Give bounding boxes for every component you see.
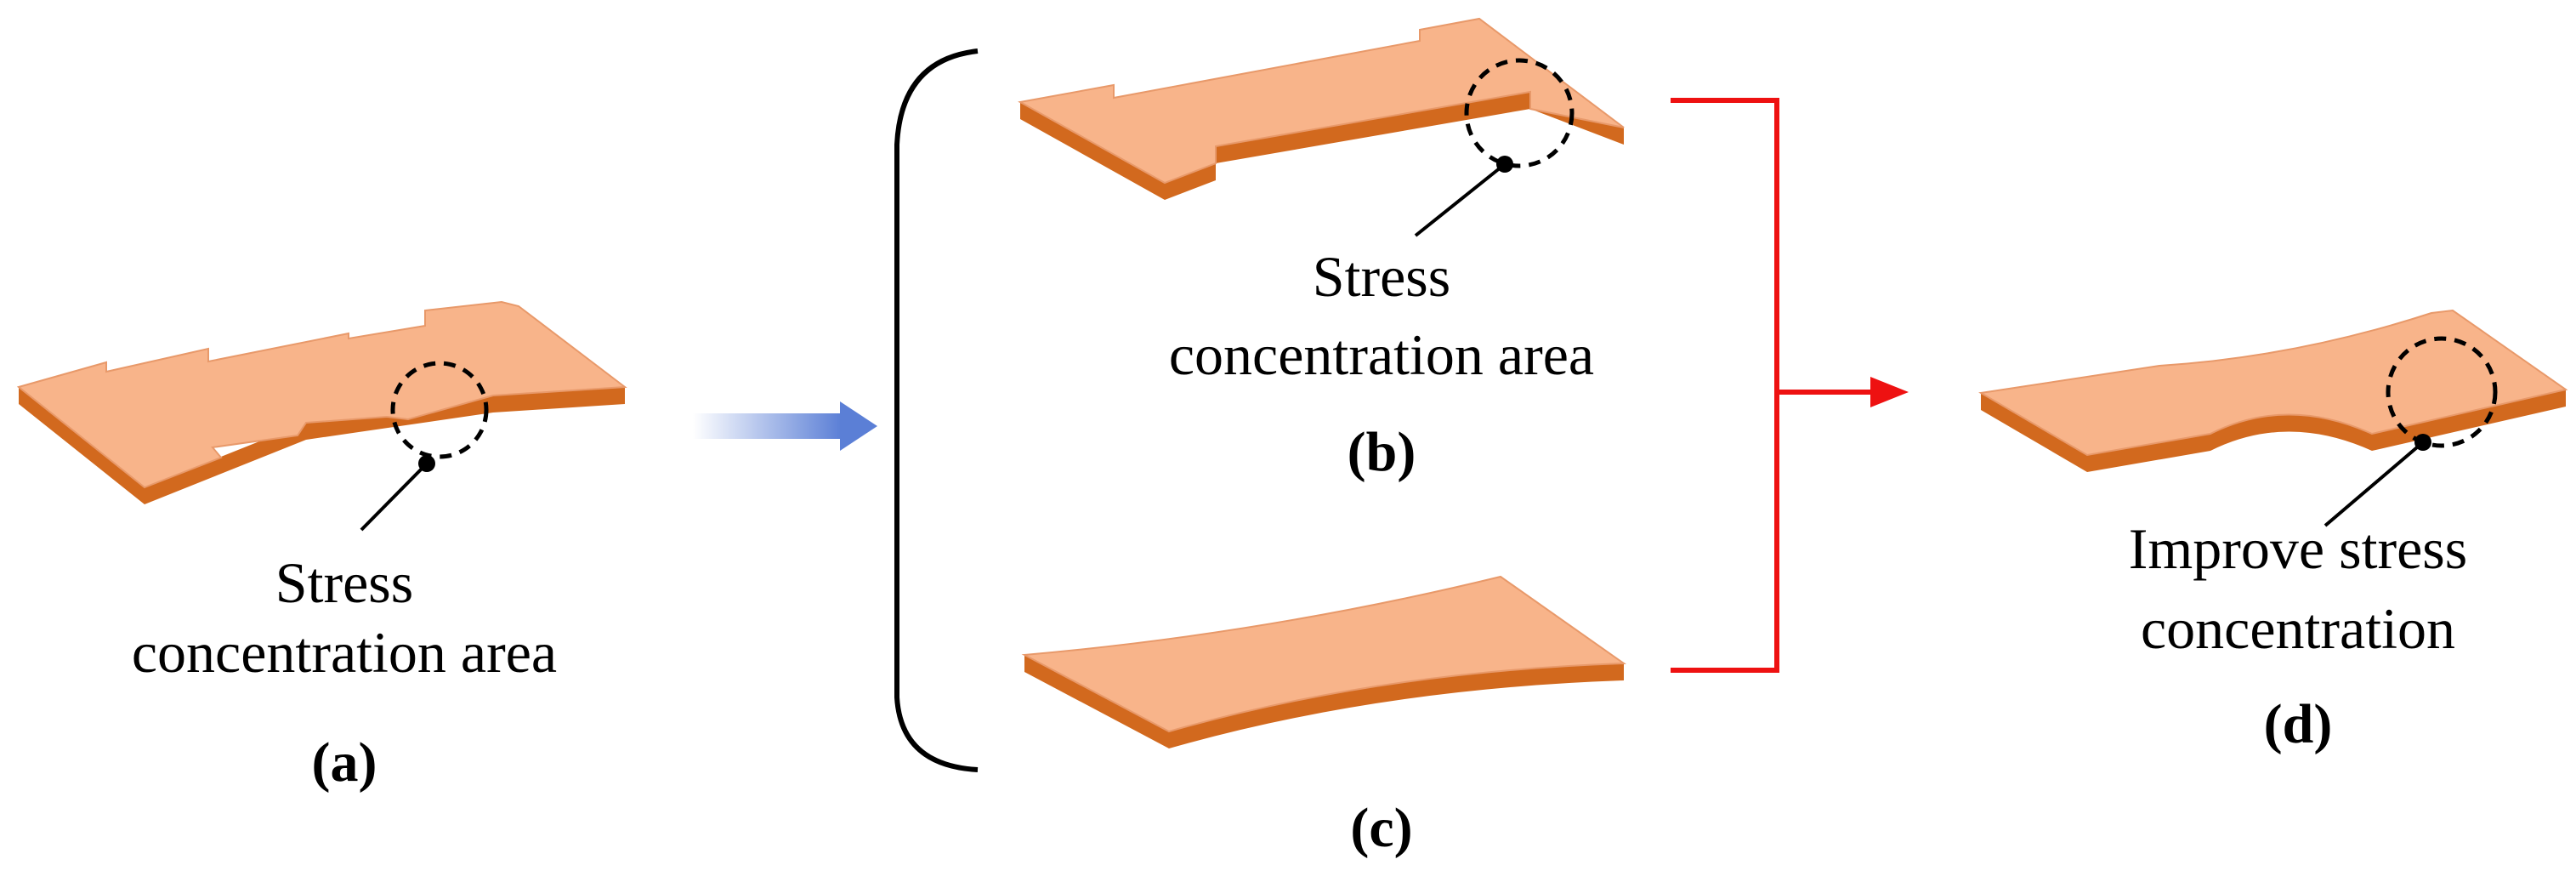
specimen-a-side [19, 387, 625, 504]
specimen-c-curved [1021, 575, 1627, 748]
panel-d: Improve stress concentration (d) [1978, 309, 2568, 755]
specimen-a-stepped [16, 300, 627, 504]
stress-zone-a-circle [390, 361, 489, 459]
panel-d-label-line2: concentration [2141, 596, 2455, 661]
panel-b-tag: (b) [1348, 421, 1416, 483]
specimen-c-front-curve [1169, 663, 1624, 748]
callout-a-line [360, 462, 428, 532]
callout-d-dot [2414, 434, 2431, 451]
stress-zone-d-circle [2386, 336, 2498, 448]
transition-arrow [693, 401, 877, 451]
panel-d-label-line1: Improve stress [2129, 516, 2467, 581]
callout-b-line [1414, 162, 1506, 237]
specimen-d-side [1981, 390, 2566, 472]
transition-arrow-head [840, 401, 877, 451]
grouping-bracket [894, 48, 979, 772]
panel-a: Stress concentration area (a) [16, 300, 627, 794]
panel-a-tag: (a) [312, 731, 377, 794]
red-connector-arrowhead [1870, 377, 1909, 407]
transition-arrow-shaft [693, 413, 842, 439]
red-connector [1671, 98, 1909, 673]
callout-a-dot [418, 455, 435, 472]
callout-d-line [2324, 441, 2425, 527]
panel-a-label-line2: concentration area [132, 620, 557, 685]
callout-b-dot [1496, 156, 1513, 173]
specimen-d-top [1978, 309, 2568, 457]
specimen-b-tshape [1018, 17, 1625, 200]
specimen-a-top [16, 300, 627, 489]
panel-d-tag: (d) [2264, 693, 2333, 755]
panel-c: (c) [1021, 575, 1627, 859]
stress-zone-b-circle [1464, 58, 1575, 168]
panel-c-tag: (c) [1350, 797, 1412, 859]
specimen-c-top [1021, 575, 1627, 733]
specimen-d-dogbone [1978, 309, 2568, 472]
panel-b-label-line1: Stress [1313, 244, 1450, 309]
panel-b: Stress concentration area (b) [1018, 17, 1625, 483]
specimen-b-top [1018, 17, 1625, 185]
panel-b-label-line2: concentration area [1169, 322, 1594, 387]
specimen-c-side [1024, 655, 1169, 748]
panel-a-label-line1: Stress [275, 550, 413, 615]
red-connector-bracket [1671, 98, 1779, 673]
